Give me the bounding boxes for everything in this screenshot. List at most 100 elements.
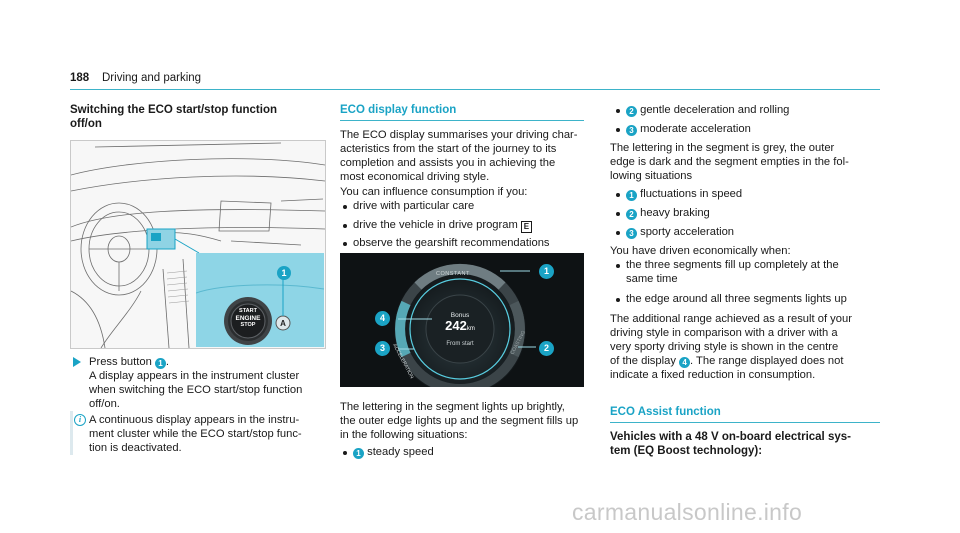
step-line-2: A display appears in the instrument clus… — [89, 370, 300, 382]
bullet-steady-speed: 1 steady speed — [353, 445, 434, 459]
eco-display-heading-rule — [340, 120, 584, 121]
econ-bullet-1-line-1: the three segments fill up completely at… — [626, 259, 839, 271]
page-section-title: Driving and parking — [102, 72, 202, 84]
bullet-dot — [616, 128, 620, 132]
note-text: A continuous display appears in the inst… — [89, 413, 334, 455]
step-arrow-icon — [73, 357, 81, 367]
grey-line-2: edge is dark and the segment empties in … — [610, 156, 849, 168]
eco-assist-heading: ECO Assist function — [610, 406, 721, 418]
bonus-distance: 242km — [432, 319, 488, 336]
bullet-dot — [343, 205, 347, 209]
bonus-distance-value: 242 — [445, 318, 467, 333]
vehicles-heading-line-2: tem (EQ Boost technology): — [610, 445, 763, 457]
callout-2-badge: 2 — [626, 209, 637, 220]
bonus-label: Bonus — [450, 312, 470, 319]
bullet-drive-program: drive the vehicle in drive program E — [353, 218, 532, 233]
additional-line-4-prefix: of the display — [610, 355, 676, 367]
econ-bullet-edge: the edge around all three segments light… — [626, 293, 847, 305]
heavy-braking-text: heavy braking — [640, 207, 710, 219]
button-text-engine: ENGINE — [235, 315, 261, 322]
eco-display-figure: CONSTANT ACCELERATION COASTING Bonus 242… — [340, 253, 584, 387]
sporty-acceleration-text: sporty acceleration — [640, 226, 735, 238]
additional-line-4: of the display 4. The range displayed do… — [610, 354, 870, 368]
callout-4-badge: 4 — [679, 357, 691, 368]
item-sporty-acceleration: 3 sporty acceleration — [626, 225, 734, 239]
watermark: carmanualsonline.info — [572, 499, 803, 525]
influence-text: You can influence consumption if you: — [340, 186, 528, 198]
bullet-dot — [343, 242, 347, 246]
figure-callout-2: 2 — [539, 341, 554, 356]
intro-line-3: completion and assists you in achieving … — [340, 157, 556, 169]
bullet-dot — [616, 298, 620, 302]
figure-callout-1: 1 — [277, 266, 291, 280]
figure-callout-3: 3 — [375, 341, 390, 356]
heading-line-2: off/on — [70, 118, 102, 130]
intro-line-1: The ECO display summarises your driving … — [340, 129, 578, 141]
moderate-acceleration-text: moderate acceleration — [640, 123, 751, 135]
bullet-gearshift: observe the gearshift recommendations — [353, 237, 550, 249]
gentle-deceleration-text: gentle deceleration and rolling — [640, 104, 790, 116]
steady-speed-text: steady speed — [367, 446, 434, 458]
button-text-stop: STOP — [240, 322, 256, 328]
additional-line-1: The additional range achieved as a resul… — [610, 313, 852, 325]
callout-1-badge: 1 — [353, 448, 364, 459]
bullet-dot — [616, 264, 620, 268]
callout-1-badge: 1 — [154, 358, 166, 369]
item-moderate-acceleration: 3 moderate acceleration — [626, 122, 751, 136]
drive-program-e-icon: E — [520, 221, 532, 233]
bullet-care: drive with particular care — [353, 200, 475, 212]
button-text-start: START — [239, 308, 257, 314]
callout-2-badge: 2 — [626, 106, 637, 117]
segment-constant-label: CONSTANT — [436, 271, 470, 277]
bullet-drive-program-text: drive the vehicle in drive program — [353, 219, 518, 231]
svg-text:A: A — [280, 319, 286, 328]
dashboard-line-drawing — [71, 142, 325, 348]
lettering-line-3: in the following situations: — [340, 429, 468, 441]
bullet-dot — [343, 224, 347, 228]
eco-assist-heading-rule — [610, 422, 880, 423]
intro-line-4: most economical driving style. — [340, 171, 490, 183]
item-fluctuations: 1 fluctuations in speed — [626, 187, 742, 201]
inset-drawing: A — [195, 253, 325, 347]
eco-display-intro: The ECO display summarises your driving … — [340, 128, 585, 184]
bullet-dot — [616, 109, 620, 113]
start-stop-inset: A START ENGINE STOP 1 — [195, 253, 325, 347]
lettering-bright-text: The lettering in the segment lights up b… — [340, 400, 585, 442]
item-gentle-deceleration: 2 gentle deceleration and rolling — [626, 103, 789, 117]
note-bar — [70, 411, 73, 455]
step-line-3: when switching the ECO start/stop functi… — [89, 384, 303, 396]
step-line-1: Press button 1. — [89, 355, 334, 369]
eco-start-stop-heading: Switching the ECO start/stop function of… — [70, 103, 277, 131]
item-heavy-braking: 2 heavy braking — [626, 206, 710, 220]
step-line-1-text: Press button — [89, 356, 152, 368]
info-icon: i — [74, 414, 86, 426]
step-line-4: off/on. — [89, 398, 120, 410]
lettering-grey-text: The lettering in the segment is grey, th… — [610, 141, 855, 183]
note-line-1: A continuous display appears in the inst… — [89, 414, 300, 426]
note-line-3: tion is deactivated. — [89, 442, 182, 454]
header-rule — [70, 89, 880, 90]
callout-3-badge: 3 — [626, 125, 637, 136]
additional-line-5: indicate a fixed reduction in consumptio… — [610, 369, 816, 381]
additional-line-3: very sporty driving style is shown in th… — [610, 341, 839, 353]
note-line-2: ment cluster while the ECO start/stop fu… — [89, 428, 302, 440]
bullet-dot — [616, 231, 620, 235]
callout-1-badge: 1 — [626, 190, 637, 201]
from-start-label: From start — [446, 341, 474, 347]
additional-line-4-suffix: . The range displayed does not — [690, 355, 844, 367]
start-engine-stop-button: START ENGINE STOP — [228, 308, 268, 329]
step-text: Press button 1. A display appears in the… — [89, 355, 334, 411]
eco-display-heading: ECO display function — [340, 104, 457, 116]
heading-line-1: Switching the ECO start/stop function — [70, 104, 277, 116]
vehicles-48v-heading: Vehicles with a 48 V on-board electrical… — [610, 430, 851, 458]
lettering-line-2: the outer edge lights up and the segment… — [340, 415, 579, 427]
bullet-dot — [343, 451, 347, 455]
lettering-line-1: The lettering in the segment lights up b… — [340, 401, 565, 413]
step-line-1-suffix: . — [165, 356, 170, 368]
grey-line-1: The lettering in the segment is grey, th… — [610, 142, 835, 154]
figure-callout-1: 1 — [539, 264, 554, 279]
econ-bullet-1-line-2: same time — [626, 273, 678, 285]
fluctuations-text: fluctuations in speed — [640, 188, 743, 200]
figure-callout-4: 4 — [375, 311, 390, 326]
callout-3-badge: 3 — [626, 228, 637, 239]
